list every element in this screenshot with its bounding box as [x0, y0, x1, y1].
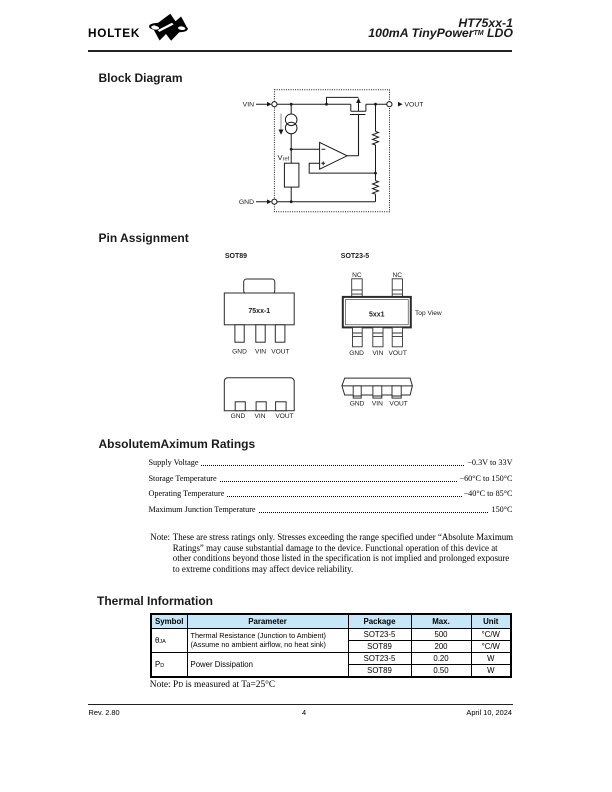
svg-text:VIN: VIN — [255, 413, 266, 420]
svg-text:NC: NC — [352, 272, 362, 279]
svg-text:VOUT: VOUT — [271, 348, 289, 355]
svg-text:VOUT: VOUT — [275, 413, 293, 420]
svg-text:GND: GND — [349, 350, 364, 357]
svg-text:VIN: VIN — [243, 102, 254, 109]
svg-text:VOUT: VOUT — [405, 102, 424, 109]
svg-text:VOUT: VOUT — [389, 350, 407, 357]
svg-text:SOT89: SOT89 — [225, 253, 247, 260]
svg-text:75xx-1: 75xx-1 — [248, 308, 270, 315]
svg-text:Top View: Top View — [415, 310, 442, 317]
svg-text:GND: GND — [231, 413, 246, 420]
svg-text:GND: GND — [350, 401, 365, 408]
svg-text:VOUT: VOUT — [389, 401, 407, 408]
svg-text:GND: GND — [239, 199, 254, 206]
svg-text:Vref: Vref — [278, 153, 290, 163]
svg-text:GND: GND — [232, 348, 247, 355]
svg-text:SOT23-5: SOT23-5 — [341, 253, 370, 260]
svg-text:5xx1: 5xx1 — [369, 311, 385, 318]
svg-text:VIN: VIN — [372, 401, 383, 408]
svg-text:VIN: VIN — [372, 350, 383, 357]
svg-text:NC: NC — [393, 272, 403, 279]
svg-text:VIN: VIN — [255, 348, 266, 355]
